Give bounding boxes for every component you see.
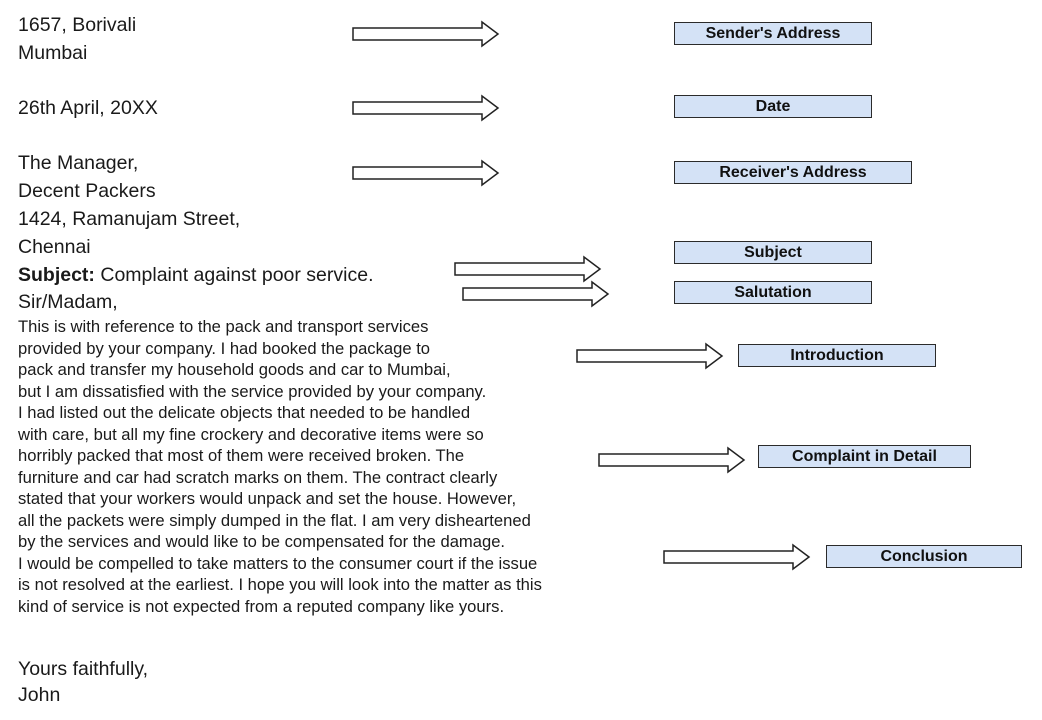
arrow-conclusion [663,543,811,571]
label-date: Date [674,95,872,118]
closing-text: Yours faithfully, [18,658,149,680]
body-line: furniture and car had scratch marks on t… [18,467,498,487]
body-line: This is with reference to the pack and t… [18,317,429,336]
arrow-salutation [462,280,610,308]
signature-text: John [18,684,61,706]
body-line: but I am dissatisfied with the service p… [18,381,487,401]
receiver-address-line-1: The Manager, [18,152,139,174]
letter-date: 26th April, 20XX [18,97,158,119]
arrow-complaint-detail [598,446,746,474]
receiver-address-line-3: 1424, Ramanujam Street, [18,208,241,230]
receiver-address-line-4: Chennai [18,236,91,258]
salutation-text: Sir/Madam, [18,291,118,313]
label-receiver-address: Receiver's Address [674,161,912,184]
label-sender-address: Sender's Address [674,22,872,45]
arrow-sender-address [352,20,500,48]
receiver-address-line-2: Decent Packers [18,180,156,202]
label-conclusion: Conclusion [826,545,1022,568]
arrow-subject [454,255,602,283]
body-line: pack and transfer my household goods and… [18,360,451,379]
subject-line: Subject: Complaint against poor service. [18,264,374,286]
body-line: kind of service is not expected from a r… [18,596,505,616]
label-salutation: Salutation [674,281,872,304]
label-introduction: Introduction [738,344,936,367]
label-complaint-detail: Complaint in Detail [758,445,971,468]
arrow-introduction [576,342,724,370]
label-subject: Subject [674,241,872,264]
arrow-receiver-address [352,159,500,187]
body-line: all the packets were simply dumped in th… [18,510,531,530]
sender-address-line-1: 1657, Borivali [18,14,137,36]
body-line: provided by your company. I had booked t… [18,338,431,358]
subject-key: Subject: [18,264,95,286]
body-line: is not resolved at the earliest. I hope … [18,575,542,594]
body-line: I would be compelled to take matters to … [18,553,538,573]
body-line: I had listed out the delicate objects th… [18,403,471,422]
arrow-date [352,94,500,122]
body-line: stated that your workers would unpack an… [18,489,517,508]
sender-address-line-2: Mumbai [18,42,88,64]
subject-text: Complaint against poor service. [94,264,374,286]
body-line: with care, but all my fine crockery and … [18,424,484,444]
body-line: horribly packed that most of them were r… [18,446,465,465]
body-line: by the services and would like to be com… [18,532,506,551]
